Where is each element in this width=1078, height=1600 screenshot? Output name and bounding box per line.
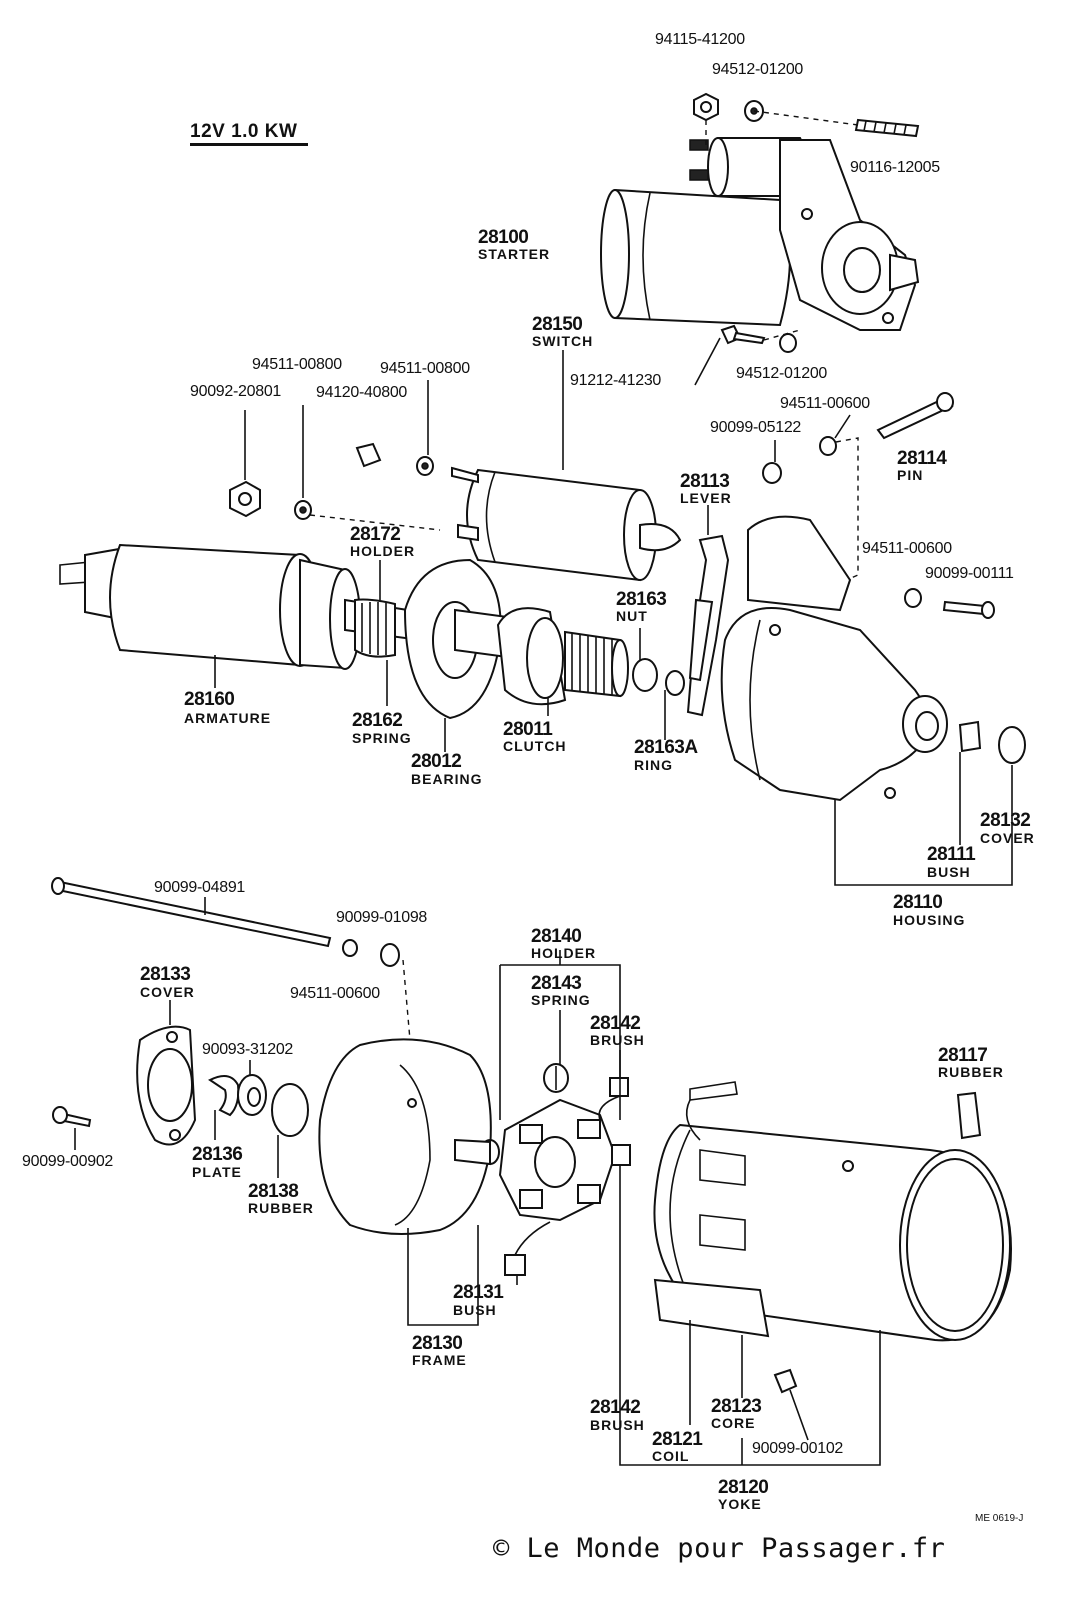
- diagram-title: 12V 1.0 KW: [190, 121, 298, 142]
- label-90092-20801: 90092-20801: [190, 383, 282, 400]
- label-brush-number-bottom: 28142: [590, 1397, 641, 1418]
- label-cover-number-top: 28132: [980, 810, 1031, 831]
- label-housing-name: HOUSING: [893, 912, 966, 928]
- label-bearing-number: 28012: [411, 751, 462, 772]
- drawing-code: ME 0619-J: [975, 1513, 1024, 1524]
- copyright-watermark: © Le Monde pour Passager.fr: [493, 1533, 946, 1564]
- label-pin-number: 28114: [897, 448, 947, 469]
- label-holder-number-bottom: 28140: [531, 926, 582, 947]
- label-94511-00600-upper: 94511-00600: [780, 395, 870, 412]
- label-rubber-number-right: 28117: [938, 1045, 988, 1066]
- label-plate-name: PLATE: [192, 1164, 242, 1180]
- lever-part: [686, 534, 730, 717]
- label-holder-name-bottom: HOLDER: [531, 945, 597, 961]
- yoke-part: [653, 1081, 1012, 1394]
- label-rubber-number-left: 28138: [248, 1181, 299, 1202]
- label-cover-number-bottom: 28133: [140, 964, 191, 985]
- label-frame-name: FRAME: [412, 1352, 467, 1368]
- label-coil-number: 28121: [652, 1429, 703, 1450]
- label-cover-name-bottom: COVER: [140, 984, 195, 1000]
- housing-part: [720, 515, 1026, 802]
- label-holder-number-top: 28172: [350, 524, 401, 545]
- label-nut-name: NUT: [616, 608, 648, 624]
- label-pin-name: PIN: [897, 467, 924, 483]
- cover-part: [52, 1025, 309, 1146]
- frame-part: [318, 1038, 500, 1235]
- label-plate-number: 28136: [192, 1144, 243, 1165]
- label-94120-40800: 94120-40800: [316, 384, 408, 401]
- label-ring-name: RING: [634, 757, 673, 773]
- armature-part: [59, 543, 421, 670]
- label-clutch-number: 28011: [503, 719, 553, 740]
- label-brush-name-top: BRUSH: [590, 1032, 645, 1048]
- leader-lines-bottom: [74, 950, 881, 1466]
- brush-holder-part: [498, 1063, 631, 1276]
- label-core-number: 28123: [711, 1396, 762, 1417]
- label-90099-05122: 90099-05122: [710, 419, 802, 436]
- label-armature-name: ARMATURE: [184, 710, 272, 726]
- bearing-part: [403, 558, 531, 720]
- switch-part: [451, 466, 682, 582]
- label-rubber-name-left: RUBBER: [248, 1200, 314, 1216]
- label-holder-name-top: HOLDER: [350, 543, 416, 559]
- label-switch-number: 28150: [532, 314, 583, 335]
- label-91212-41230: 91212-41230: [570, 372, 662, 389]
- label-94511-00800-left: 94511-00800: [252, 356, 342, 373]
- label-clutch-name: CLUTCH: [503, 738, 567, 754]
- label-94115-41200: 94115-41200: [655, 31, 745, 48]
- label-yoke-name: YOKE: [718, 1496, 762, 1512]
- label-cover-name-top: COVER: [980, 830, 1035, 846]
- label-spring-name-bottom: SPRING: [531, 992, 591, 1008]
- label-bush-name-top: BUSH: [927, 864, 971, 880]
- label-94511-00600-bottom: 94511-00600: [290, 985, 380, 1002]
- label-core-name: CORE: [711, 1415, 756, 1431]
- label-ring-number: 28163A: [634, 737, 698, 758]
- label-yoke-number: 28120: [718, 1477, 769, 1498]
- label-bush-number-bottom: 28131: [453, 1282, 504, 1303]
- label-90099-00902: 90099-00902: [22, 1153, 114, 1170]
- label-bush-number-top: 28111: [927, 844, 976, 865]
- label-90099-01098: 90099-01098: [336, 909, 428, 926]
- leader-lines-middle: [214, 337, 1013, 886]
- label-94512-01200-mid: 94512-01200: [736, 365, 828, 382]
- label-starter-name: STARTER: [478, 246, 551, 262]
- label-coil-name: COIL: [652, 1448, 690, 1464]
- hardware-top-part: [693, 92, 920, 353]
- label-brush-number-top: 28142: [590, 1013, 641, 1034]
- label-90099-00111: 90099-00111: [925, 565, 1014, 582]
- clutch-part: [496, 607, 685, 706]
- starter-assembly-part: [600, 137, 920, 331]
- label-housing-number: 28110: [893, 892, 943, 913]
- label-rubber-name-right: RUBBER: [938, 1064, 1004, 1080]
- label-spring-number-top: 28162: [352, 710, 403, 731]
- hardware-middle-part: [229, 392, 995, 619]
- label-90093-31202: 90093-31202: [202, 1041, 294, 1058]
- label-lever-number: 28113: [680, 471, 730, 492]
- label-nut-number: 28163: [616, 589, 667, 610]
- label-90099-04891: 90099-04891: [154, 879, 246, 896]
- label-brush-name-bottom: BRUSH: [590, 1417, 645, 1433]
- label-lever-name: LEVER: [680, 490, 732, 506]
- label-90116-12005: 90116-12005: [850, 159, 940, 176]
- label-94511-00800-right: 94511-00800: [380, 360, 470, 377]
- label-90099-00102: 90099-00102: [752, 1440, 844, 1457]
- label-switch-name: SWITCH: [532, 333, 594, 349]
- label-starter-number: 28100: [478, 227, 529, 248]
- label-frame-number: 28130: [412, 1333, 463, 1354]
- label-94512-01200-top: 94512-01200: [712, 61, 804, 78]
- label-armature-number: 28160: [184, 689, 235, 710]
- label-94511-00600-right: 94511-00600: [862, 540, 952, 557]
- label-bearing-name: BEARING: [411, 771, 483, 787]
- label-spring-name-top: SPRING: [352, 730, 412, 746]
- label-bush-name-bottom: BUSH: [453, 1302, 497, 1318]
- title-underline: [190, 143, 308, 146]
- label-spring-number-bottom: 28143: [531, 973, 582, 994]
- bolt-part: [51, 877, 411, 1041]
